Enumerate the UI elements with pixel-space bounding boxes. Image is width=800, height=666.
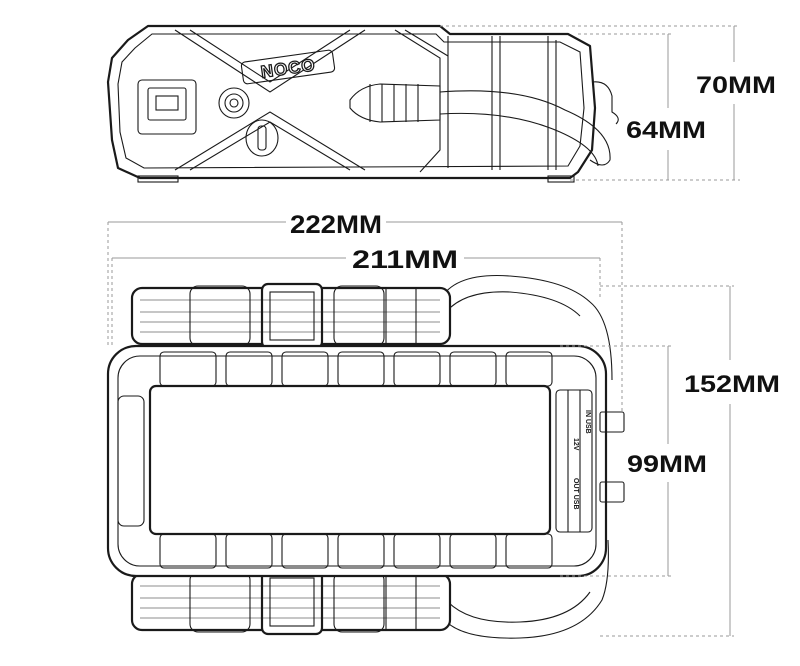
power-button-icon xyxy=(218,87,250,119)
label-in-usb: IN USB xyxy=(584,410,591,434)
label-12v: 12V xyxy=(572,438,579,451)
side-view: NOCO xyxy=(106,24,619,183)
side-port-icon xyxy=(137,79,197,135)
dim-top-width-outer: 152MM xyxy=(684,371,780,398)
port-panel: IN USB 12V OUT USB xyxy=(572,410,591,510)
top-handle-upper xyxy=(130,282,452,350)
top-view: IN USB 12V OUT USB xyxy=(106,274,625,639)
top-cable-loop xyxy=(439,274,613,381)
dim-top-width-inner: 99MM xyxy=(627,451,707,478)
slot-icon xyxy=(245,119,279,157)
top-frame xyxy=(106,344,625,578)
dim-top-length-outer: 222MM xyxy=(290,211,382,239)
side-view-shell xyxy=(106,24,597,180)
cable-connector-icon xyxy=(349,83,441,123)
dim-top-length-inner: 211MM xyxy=(352,246,458,274)
dim-side-height-outer: 70MM xyxy=(696,72,776,99)
label-out-usb: OUT USB xyxy=(572,478,579,510)
side-dimensions: 70MM 64MM xyxy=(440,25,776,181)
top-dimensions: 222MM 211MM 152MM 99MM xyxy=(107,211,780,637)
top-handle-lower xyxy=(130,568,452,636)
dim-side-height-inner: 64MM xyxy=(626,117,706,144)
side-cable xyxy=(439,90,611,166)
